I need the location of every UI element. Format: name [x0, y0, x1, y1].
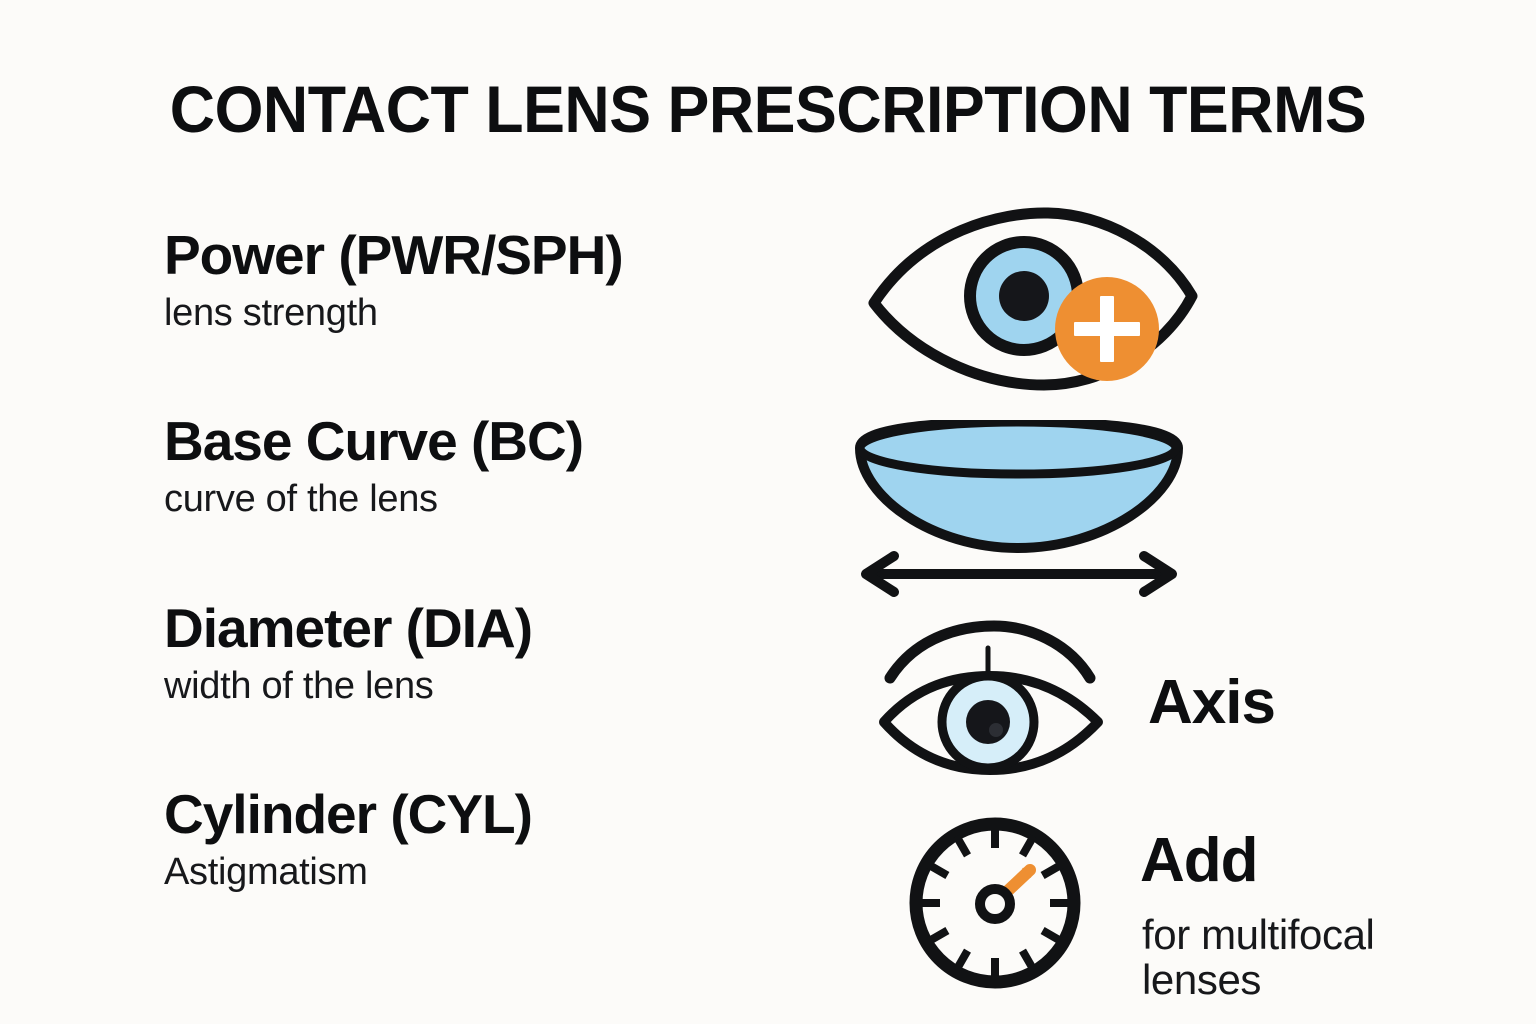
eye-with-plus-badge-icon — [852, 200, 1212, 400]
term-subtitle: lens strength — [164, 292, 378, 335]
term-subtitle: Astigmatism — [164, 851, 368, 894]
term-subtitle: width of the lens — [164, 665, 434, 708]
term-title: Power (PWR/SPH) — [164, 224, 624, 286]
term-title: Base Curve (BC) — [164, 410, 584, 472]
label-axis: Axis — [1148, 668, 1276, 737]
term-title: Diameter (DIA) — [164, 597, 533, 659]
term-item-base-curve: Base Curve (BC) curve of the lens — [164, 410, 584, 521]
contact-lens-bowl-icon — [846, 417, 1192, 600]
term-item-power: Power (PWR/SPH) lens strength — [164, 224, 624, 335]
term-title: Cylinder (CYL) — [164, 783, 533, 845]
term-subtitle: curve of the lens — [164, 478, 438, 521]
page-title: CONTACT LENS PRESCRIPTION TERMS — [169, 72, 1367, 146]
label-add-subtitle: for multifocal lenses — [1142, 911, 1375, 1004]
eye-with-axis-marker-icon — [876, 620, 1106, 780]
label-add: Add — [1140, 826, 1259, 895]
term-item-diameter: Diameter (DIA) width of the lens — [164, 597, 533, 708]
term-item-cylinder: Cylinder (CYL) Astigmatism — [164, 783, 533, 894]
gauge-dial-icon — [900, 808, 1090, 998]
